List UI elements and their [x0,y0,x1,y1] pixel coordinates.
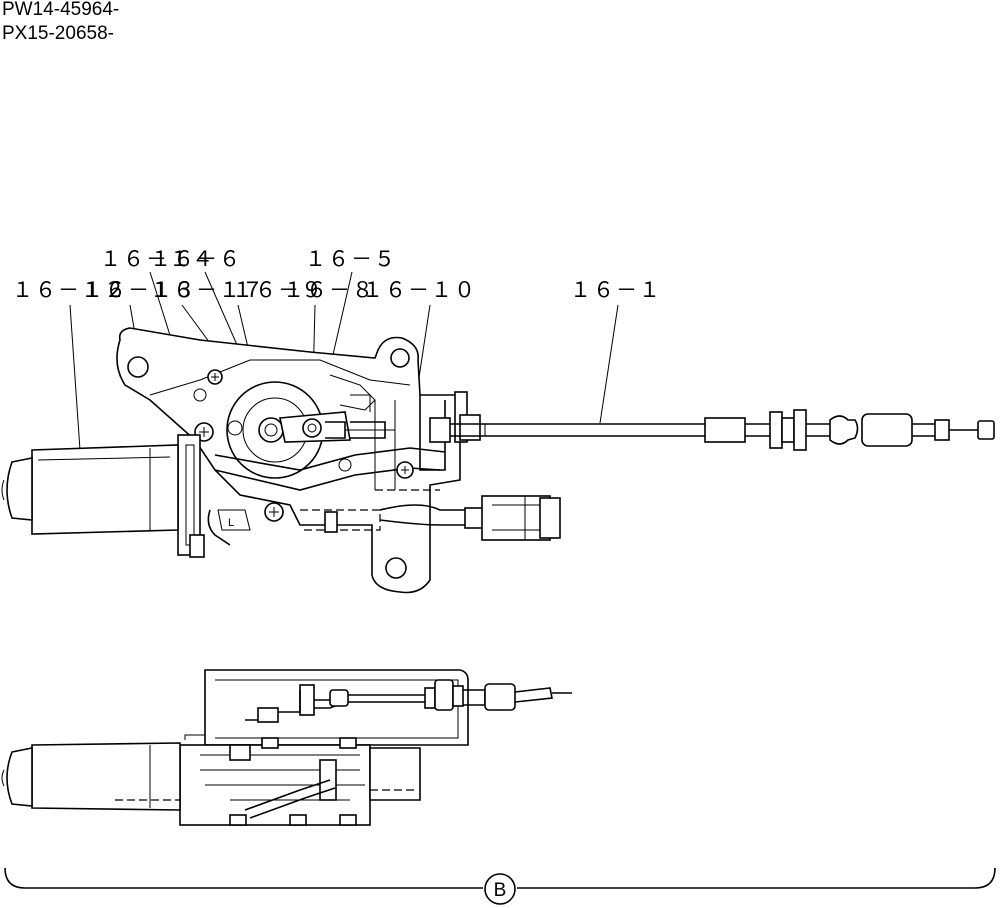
lower-cable-nut [434,679,454,711]
mount-hole-top [390,348,410,368]
mount-hole-bottom [385,557,407,579]
upper-assembly: L [1,327,995,594]
lower-bracket-nut [257,707,279,723]
lower-motor-end-cap [6,747,33,807]
motor-end-cap [6,457,33,521]
wire-connector [481,495,551,541]
cable-tip [977,420,995,440]
lower-assembly [1,669,572,826]
section-marker-label: B [494,880,507,901]
callout-16-14: １６－１４ [100,247,215,271]
l-mark: L [228,517,234,529]
callout-16-1: １６－１ [570,278,662,302]
section-marker-circle [484,873,516,905]
callout-16-13: １６－１３ [82,278,197,302]
callout-16-12: １６－１２ [12,278,127,302]
serial-number-1: PW14-45964- [2,0,120,20]
section-bracket: B [4,867,996,905]
callout-16-8: １６－８ [283,278,375,302]
screw-group [193,369,414,522]
mount-hole-left [127,356,149,378]
cable-end-fitting [704,417,746,443]
callout-16-5: １６－５ [305,247,397,271]
lever-pin [302,418,322,438]
housing-cover [204,669,469,746]
callout-16-6: １６－６ [150,247,242,271]
callout-16-10: １６－１０ [362,278,477,302]
callout-16-17: １６－１７ [150,278,265,302]
serial-number-2: PX15-20658- [2,23,114,44]
output-shaft-nut [258,417,284,443]
callout-16-9: １６－９ [232,278,324,302]
cable-adjuster [861,413,913,447]
